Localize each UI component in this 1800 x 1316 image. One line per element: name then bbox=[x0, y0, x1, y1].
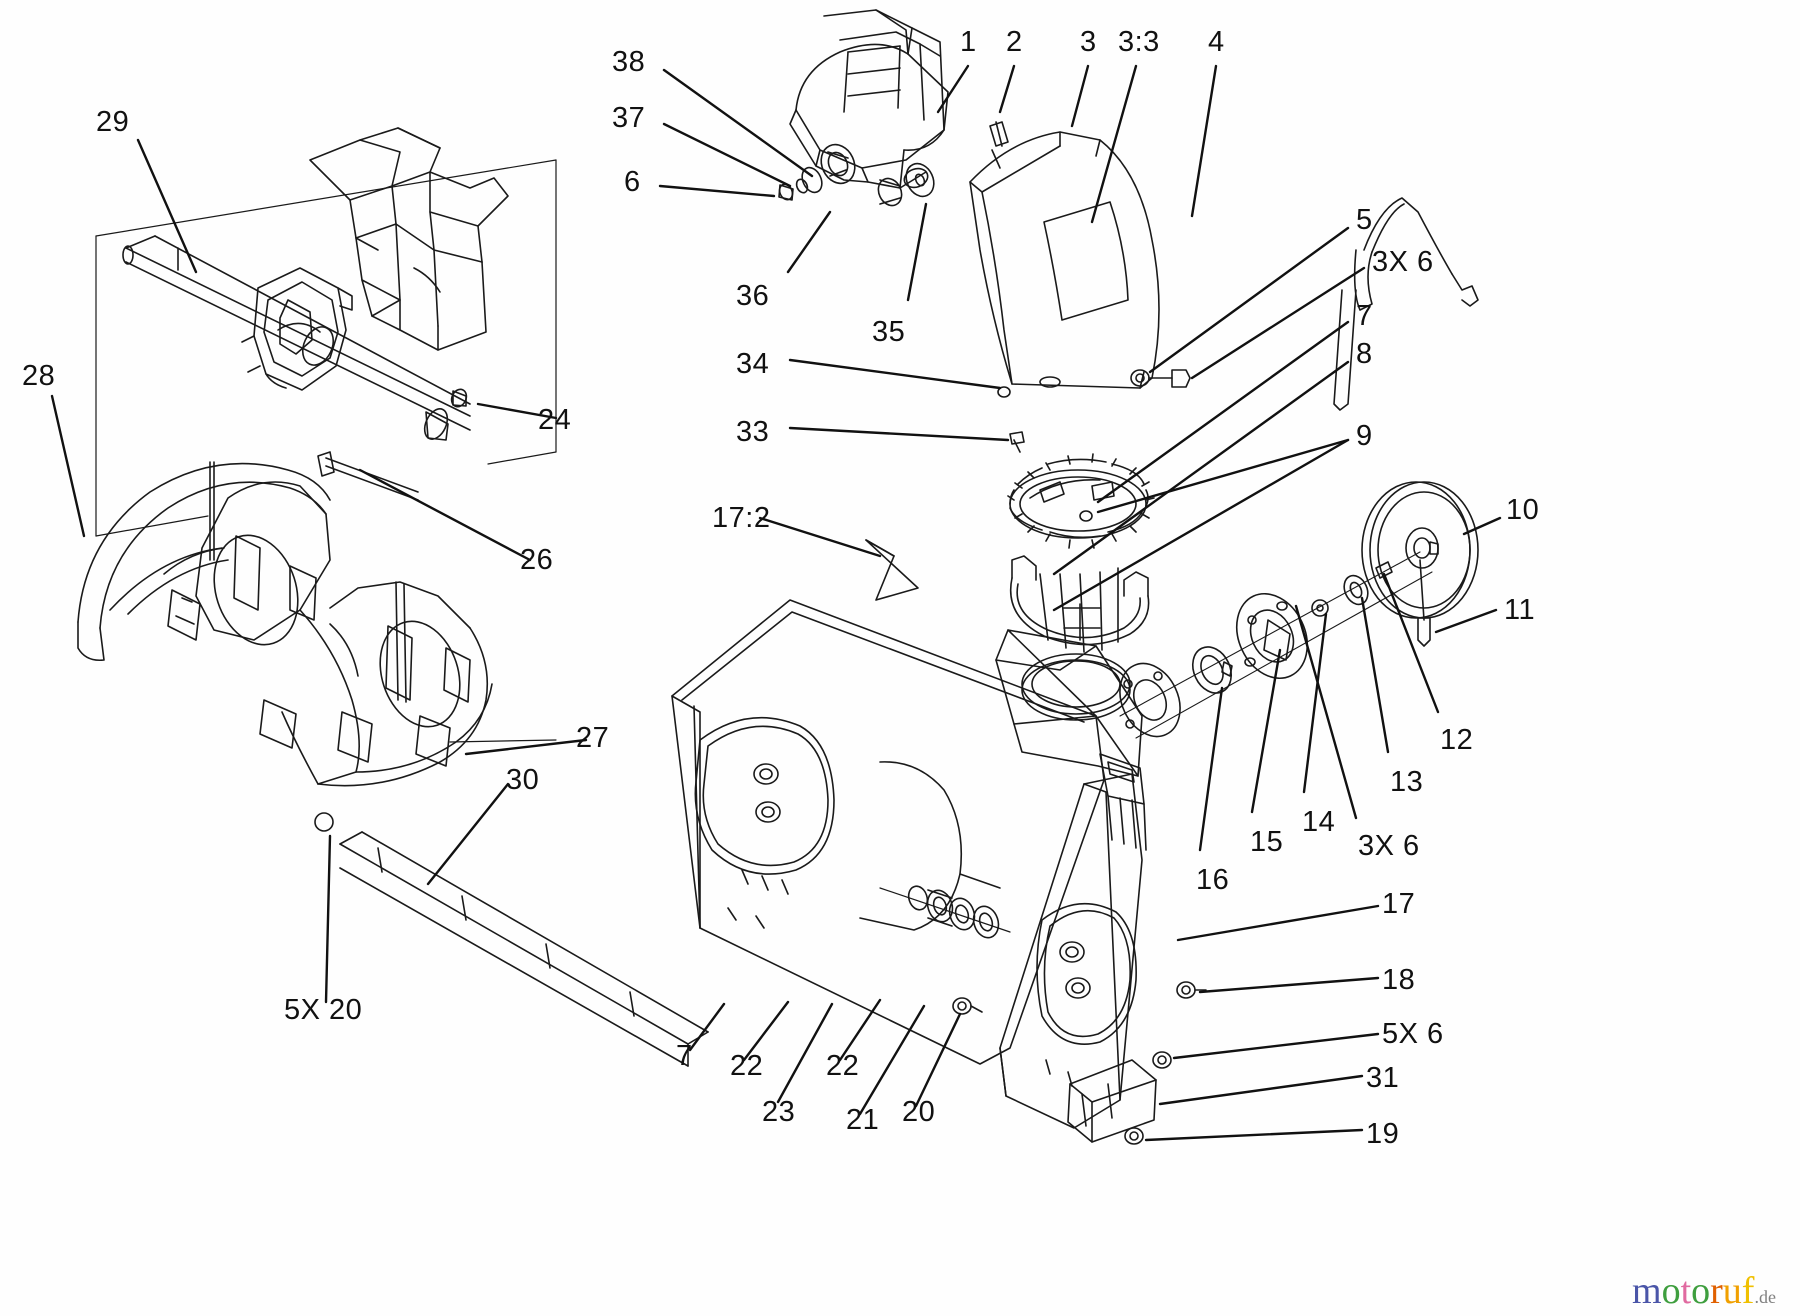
callout-14: 14 bbox=[1302, 806, 1336, 838]
callout-33: 33 bbox=[736, 416, 770, 448]
watermark-char: .de bbox=[1754, 1287, 1776, 1307]
motoruf-watermark: motoruf.de bbox=[1632, 1272, 1776, 1310]
part-4-spring-rod bbox=[1333, 197, 1479, 411]
part-28-auger-group bbox=[77, 461, 557, 787]
part-31-skid-shoe bbox=[1067, 1059, 1157, 1143]
callout-19: 19 bbox=[1366, 1118, 1400, 1150]
callout-30: 30 bbox=[506, 764, 540, 796]
callout-22: 22 bbox=[826, 1050, 860, 1082]
watermark-char: m bbox=[1632, 1270, 1662, 1312]
auger-shaft-hardware bbox=[879, 885, 1196, 1145]
part-17-auger-housing bbox=[671, 539, 1147, 1129]
hardware-cluster-chute-pivot bbox=[778, 143, 935, 207]
callout-24: 24 bbox=[538, 404, 572, 436]
callout-13: 13 bbox=[1390, 766, 1424, 798]
callout-20: 20 bbox=[902, 1096, 936, 1128]
watermark-char: o bbox=[1691, 1270, 1711, 1312]
callout-21: 21 bbox=[846, 1104, 880, 1136]
watermark-char: t bbox=[1680, 1270, 1692, 1312]
part-1-discharge-chute bbox=[789, 9, 949, 189]
callout-36: 36 bbox=[736, 280, 770, 312]
callout-2: 2 bbox=[1006, 26, 1023, 58]
callout-34: 34 bbox=[736, 348, 770, 380]
callout-8: 8 bbox=[1356, 338, 1373, 370]
callout-29: 29 bbox=[96, 106, 130, 138]
callout-28: 28 bbox=[22, 360, 56, 392]
part-9-gear-ring-and-band bbox=[1007, 453, 1155, 653]
watermark-char: f bbox=[1741, 1270, 1755, 1312]
callout-18: 18 bbox=[1382, 964, 1416, 996]
watermark-char: r bbox=[1710, 1270, 1723, 1312]
part-30-scraper-blade bbox=[314, 812, 709, 1067]
callout-12: 12 bbox=[1440, 724, 1474, 756]
callout-7: 7 bbox=[676, 1040, 693, 1072]
callout-27: 27 bbox=[576, 722, 610, 754]
callout-11: 11 bbox=[1504, 594, 1536, 626]
callout-3x-6: 3X 6 bbox=[1358, 830, 1420, 862]
callout-37: 37 bbox=[612, 102, 646, 134]
callout-3-3: 3:3 bbox=[1118, 26, 1160, 58]
callout-7: 7 bbox=[1356, 300, 1373, 332]
callout-5: 5 bbox=[1356, 204, 1373, 236]
callout-1: 1 bbox=[960, 26, 977, 58]
callout-23: 23 bbox=[762, 1096, 796, 1128]
callout-17: 17 bbox=[1382, 888, 1416, 920]
callout-6: 6 bbox=[624, 166, 641, 198]
watermark-char: u bbox=[1722, 1270, 1742, 1312]
callout-3: 3 bbox=[1080, 26, 1097, 58]
callout-16: 16 bbox=[1196, 864, 1230, 896]
callout-10: 10 bbox=[1506, 494, 1540, 526]
callout-9: 9 bbox=[1356, 420, 1373, 452]
callout-31: 31 bbox=[1366, 1062, 1400, 1094]
part-29-chute-rod-group bbox=[95, 127, 557, 537]
callout-35: 35 bbox=[872, 316, 906, 348]
callout-5x-20: 5X 20 bbox=[284, 994, 363, 1026]
fastener-cluster-right bbox=[1009, 369, 1191, 453]
watermark-char: o bbox=[1661, 1270, 1681, 1312]
callout-5x-6: 5X 6 bbox=[1382, 1018, 1444, 1050]
callout-38: 38 bbox=[612, 46, 646, 78]
callout-4: 4 bbox=[1208, 26, 1225, 58]
callout-26: 26 bbox=[520, 544, 554, 576]
callout-17-2: 17:2 bbox=[712, 502, 771, 534]
callout-3x-6: 3X 6 bbox=[1372, 246, 1434, 278]
callout-22: 22 bbox=[730, 1050, 764, 1082]
callout-15: 15 bbox=[1250, 826, 1284, 858]
bearing-and-pulley-stack bbox=[1119, 481, 1479, 739]
